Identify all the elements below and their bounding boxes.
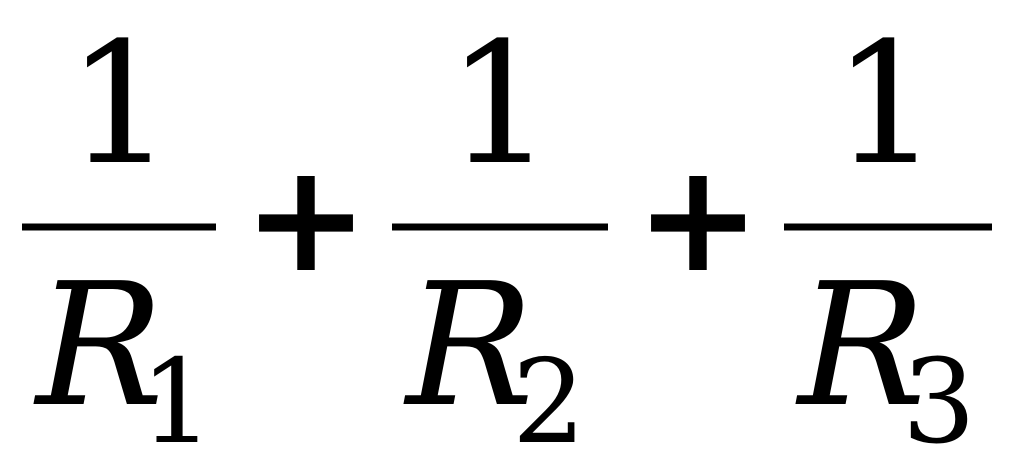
numerator-1: 1 xyxy=(67,6,174,202)
fraction-2: 1 R 2 xyxy=(392,6,608,470)
denominator-variable-3: R xyxy=(795,247,926,445)
denominator-subscript-2: 2 xyxy=(512,335,586,470)
denominator-variable-2: R xyxy=(403,247,534,445)
plus-operator-2: + xyxy=(635,132,761,306)
numerator-3: 1 xyxy=(833,6,940,202)
fraction-1: 1 R 1 xyxy=(22,6,216,470)
plus-operator-1: + xyxy=(243,132,369,306)
denominator-subscript-3: 3 xyxy=(902,335,976,470)
denominator-subscript-1: 1 xyxy=(140,335,214,470)
numerator-2: 1 xyxy=(447,6,554,202)
fraction-3: 1 R 3 xyxy=(784,6,992,470)
denominator-variable-1: R xyxy=(33,247,164,445)
